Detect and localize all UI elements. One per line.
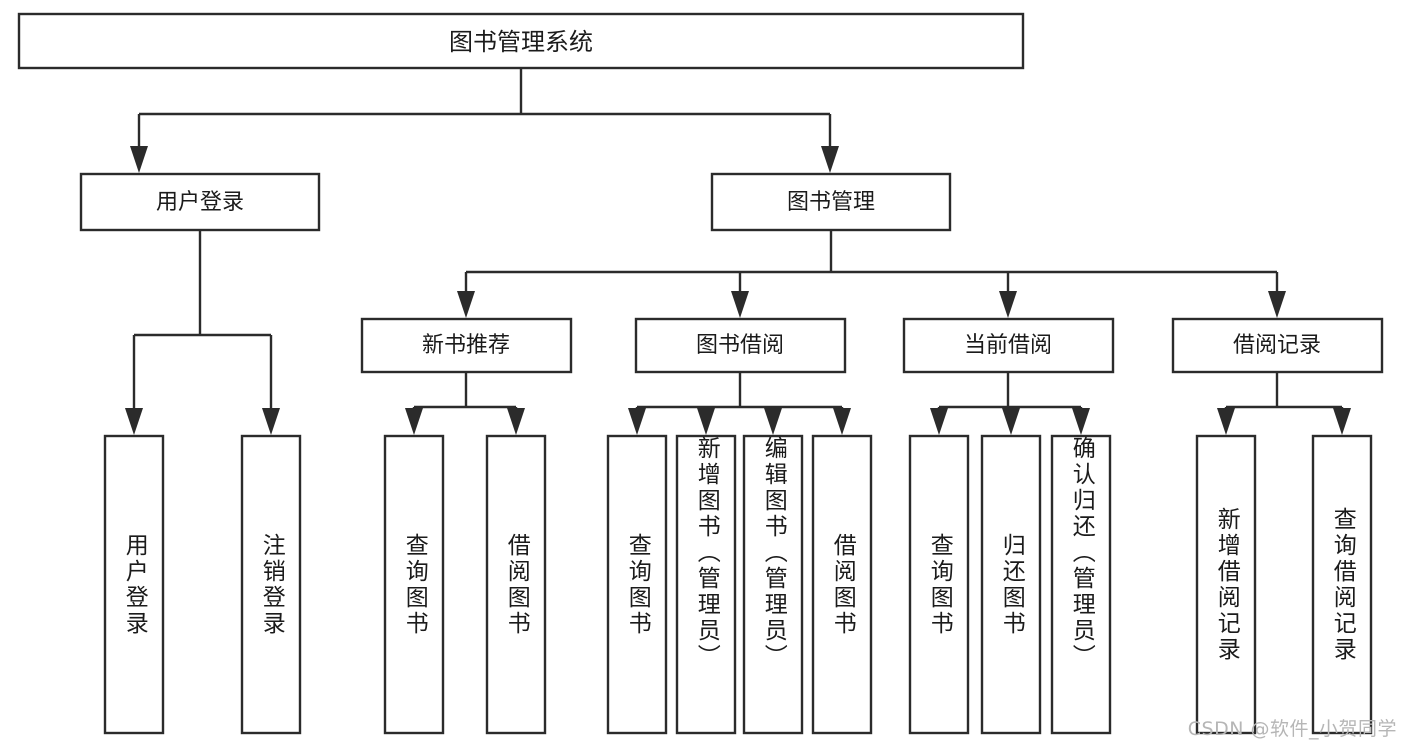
current-borrow-label: 当前借阅 bbox=[964, 333, 1052, 358]
arrowhead-leaf-query-book-2 bbox=[628, 408, 646, 435]
arrowhead-leaf-confirm-return bbox=[1072, 408, 1090, 435]
user-login-label: 用户登录 bbox=[156, 190, 244, 215]
node-new-book[interactable]: 新书推荐 bbox=[360, 317, 573, 374]
watermark: CSDN @软件_小贺同学 bbox=[1187, 718, 1397, 740]
arrowhead-leaf-edit-book bbox=[764, 408, 782, 435]
arrowhead-leaf-borrow-book-2 bbox=[833, 408, 851, 435]
arrowhead-leaf-logout bbox=[262, 408, 280, 435]
edges-newbook-to-leaves bbox=[405, 372, 525, 435]
leaf-box-edit-book[interactable] bbox=[742, 434, 804, 735]
root-box[interactable] bbox=[17, 12, 1025, 70]
book-borrow-box[interactable] bbox=[634, 317, 847, 374]
leaf-box-query-book-2[interactable] bbox=[606, 434, 668, 735]
edges-borrowrecord-to-leaves bbox=[1217, 372, 1351, 435]
leaf-box-add-record[interactable] bbox=[1195, 434, 1257, 735]
node-borrow-record[interactable]: 借阅记录 bbox=[1171, 317, 1384, 374]
book-manage-box[interactable] bbox=[710, 172, 952, 232]
edges-userlogin-to-leaves bbox=[125, 230, 280, 435]
borrow-record-box[interactable] bbox=[1171, 317, 1384, 374]
new-book-label: 新书推荐 bbox=[422, 333, 510, 358]
arrowhead-leaf-query-record bbox=[1333, 408, 1351, 435]
book-borrow-label: 图书借阅 bbox=[696, 333, 784, 358]
new-book-box[interactable] bbox=[360, 317, 573, 374]
leaf-box-confirm-return[interactable] bbox=[1050, 434, 1112, 735]
node-book-manage[interactable]: 图书管理 bbox=[710, 172, 952, 232]
leaf-boxes bbox=[103, 434, 1373, 735]
root-label: 图书管理系统 bbox=[449, 28, 593, 56]
arrowhead-user-login bbox=[130, 146, 148, 173]
node-current-borrow[interactable]: 当前借阅 bbox=[902, 317, 1115, 374]
arrowhead-borrow-record bbox=[1268, 291, 1286, 318]
leaf-box-query-book-1[interactable] bbox=[383, 434, 445, 735]
leaf-box-borrow-book-2[interactable] bbox=[811, 434, 873, 735]
leaf-box-return-book[interactable] bbox=[980, 434, 1042, 735]
arrowhead-leaf-add-record bbox=[1217, 408, 1235, 435]
node-book-borrow[interactable]: 图书借阅 bbox=[634, 317, 847, 374]
edges-bookmanage-to-level3 bbox=[457, 230, 1286, 318]
leaf-box-logout[interactable] bbox=[240, 434, 302, 735]
edges-currentborrow-to-leaves bbox=[930, 372, 1090, 435]
arrowhead-book-borrow bbox=[731, 291, 749, 318]
node-root[interactable]: 图书管理系统 bbox=[17, 12, 1025, 70]
arrowhead-leaf-query-book-3 bbox=[930, 408, 948, 435]
arrowhead-leaf-add-book bbox=[697, 408, 715, 435]
book-manage-label: 图书管理 bbox=[787, 190, 875, 215]
arrowhead-leaf-borrow-book-1 bbox=[507, 408, 525, 435]
edges-bookborrow-to-leaves bbox=[628, 372, 851, 435]
arrowhead-leaf-return-book bbox=[1002, 408, 1020, 435]
arrowhead-book-manage bbox=[821, 146, 839, 173]
borrow-record-label: 借阅记录 bbox=[1233, 333, 1321, 358]
node-user-login[interactable]: 用户登录 bbox=[79, 172, 321, 232]
arrowhead-leaf-user-login bbox=[125, 408, 143, 435]
current-borrow-box[interactable] bbox=[902, 317, 1115, 374]
leaf-box-user-login[interactable] bbox=[103, 434, 165, 735]
leaf-box-add-book[interactable] bbox=[675, 434, 737, 735]
arrowhead-leaf-query-book-1 bbox=[405, 408, 423, 435]
leaf-box-query-record[interactable] bbox=[1311, 434, 1373, 735]
arrowhead-new-book bbox=[457, 291, 475, 318]
edges-root-to-level2 bbox=[130, 68, 839, 173]
leaf-box-query-book-3[interactable] bbox=[908, 434, 970, 735]
leaf-box-borrow-book-1[interactable] bbox=[485, 434, 547, 735]
arrowhead-current-borrow bbox=[999, 291, 1017, 318]
